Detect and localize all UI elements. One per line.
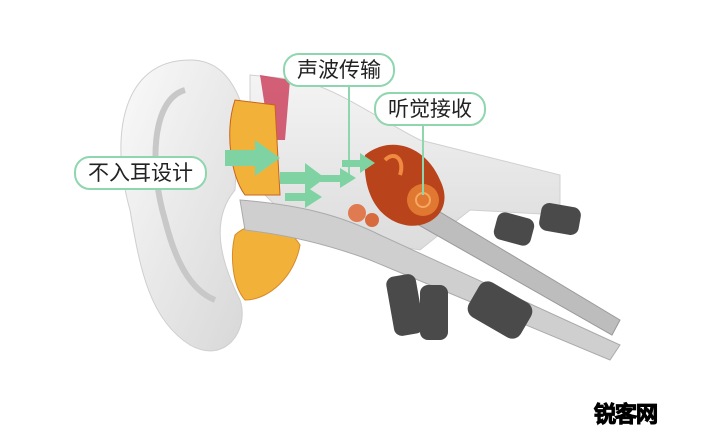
arrow-icon	[320, 168, 356, 188]
label-non-in-ear-design: 不入耳设计	[74, 156, 207, 190]
arrow-icon	[225, 140, 280, 176]
tubes	[386, 203, 581, 340]
label-hearing-reception: 听觉接收	[374, 92, 486, 126]
ossicles	[348, 204, 366, 222]
label-sound-transmission: 声波传输	[283, 53, 395, 87]
outer-ear	[120, 59, 243, 352]
cartilage-upper	[229, 99, 281, 196]
watermark-part1: 锐客	[593, 403, 637, 429]
sound-arrows	[225, 140, 375, 208]
arrow-icon	[280, 163, 325, 193]
watermark-logo: 锐客网	[593, 397, 659, 429]
arrow-icon	[285, 186, 322, 208]
arrow-icon	[342, 153, 375, 173]
watermark-part2: 网	[636, 403, 659, 429]
